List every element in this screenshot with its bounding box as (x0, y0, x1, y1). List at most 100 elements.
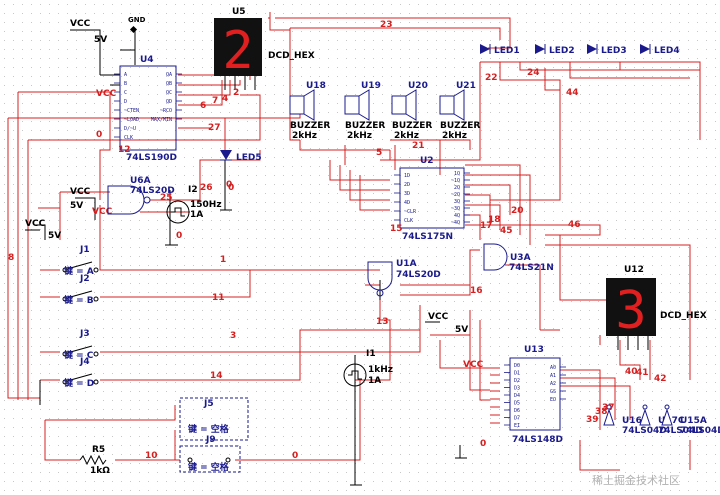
buzzer-name: U20 (408, 81, 428, 91)
led-3[interactable]: LED3 (587, 44, 627, 56)
u5-display[interactable]: U5 2 DCD_HEX (214, 7, 315, 90)
j9-key: 键 = 空格 (187, 461, 230, 473)
u12-display[interactable]: U12 3 DCD_HEX (606, 265, 707, 350)
buzzer-freq: 2kHz (292, 131, 317, 141)
u5-part: DCD_HEX (268, 51, 315, 61)
r5-value: 1kΩ (90, 466, 110, 476)
switch-j1[interactable]: J1键 = A (62, 245, 99, 277)
u6a-name: U6A (130, 176, 151, 186)
net-label: 37 (602, 403, 615, 413)
u13-left-pin-2: D2 (514, 378, 520, 384)
net-label: 38 (595, 407, 608, 417)
svg-text:VCC: VCC (92, 207, 113, 217)
u4-left-pin-6: D/~U (124, 126, 136, 132)
u4-left-pin-5: ~LOAD (124, 117, 139, 123)
i1-source[interactable]: I1 1kHz 1A (343, 349, 393, 387)
u13-left-pin-7: D7 (514, 416, 520, 422)
switch-key: 键 = B (63, 294, 94, 306)
u5-digit: 2 (222, 21, 253, 81)
net-label: 1 (220, 255, 226, 265)
u2-name: U2 (420, 156, 434, 166)
buzzers: U18BUZZER2kHzU19BUZZER2kHzU20BUZZER2kHzU… (289, 81, 480, 141)
vcc-mid: VCC 5V (425, 312, 468, 335)
u3a-part: 74LS21N (509, 263, 554, 273)
u4-left-pin-1: B (124, 81, 127, 87)
u1a-name: U1A (396, 259, 417, 269)
switch-key: 键 = D (63, 377, 94, 389)
switch-key: 键 = C (63, 349, 94, 361)
u13-left-pin-6: D6 (514, 408, 520, 414)
buzzer-freq: 2kHz (442, 131, 467, 141)
net-label: 39 (586, 415, 599, 425)
u4-part: 74LS190D (126, 153, 177, 163)
switch-j3[interactable]: J3 键 = C (62, 329, 99, 361)
leds: LED1 LED2 LED3 LED4 (480, 44, 680, 56)
led-1[interactable]: LED1 (480, 44, 520, 56)
buzzer-name: U21 (456, 81, 476, 91)
switch-j2[interactable]: J2键 = B (62, 274, 99, 306)
u13-left-pin-3: D3 (514, 386, 520, 392)
u13-right-pin-4: EO (550, 397, 556, 403)
u2-right-pin-1: ~1Q (451, 178, 460, 184)
u6a-nand[interactable]: U6A 74LS20D (107, 176, 175, 215)
u2-right-pin-3: ~2Q (451, 192, 460, 198)
net-label: 13 (376, 317, 389, 327)
u4-left-pin-3: D (124, 99, 127, 105)
u13-left-pin-0: D0 (514, 363, 520, 369)
inverter-name: U15A (680, 416, 707, 426)
net-label: 4 (222, 94, 228, 104)
j9-switch[interactable]: J9 键 = 空格 (179, 435, 241, 473)
net-label: 40 (625, 367, 638, 377)
net-label: 27 (208, 123, 221, 133)
i2-source[interactable]: I2 150Hz 1A (166, 185, 222, 224)
switch-name: J3 (79, 329, 90, 339)
j5-switch[interactable]: J5 键 = 空格 (179, 397, 249, 441)
vcc-left-value: 5V (48, 231, 61, 241)
vcc-mid-label: VCC (428, 312, 449, 322)
u2-right-pin-6: 4Q (454, 213, 460, 219)
u13-left-pin-4: D4 (514, 393, 520, 399)
led-2[interactable]: LED2 (535, 44, 575, 56)
u4-right-pin-2: QC (166, 90, 172, 96)
u1a-nand[interactable]: U1A 74LS20D (367, 259, 441, 297)
i1-amp: 1A (368, 376, 381, 386)
led5[interactable]: LED5 (220, 150, 262, 163)
r5-resistor[interactable]: R5 1kΩ (79, 445, 110, 476)
vcc-u13-label: VCC (463, 360, 484, 370)
switch-j4[interactable]: J4键 = D (62, 357, 99, 389)
inverter-name: U17C (658, 416, 685, 426)
u12-digit: 3 (615, 281, 646, 341)
u13-right-pin-0: A0 (550, 365, 556, 371)
u5-name: U5 (232, 7, 246, 17)
net-label: 16 (470, 286, 483, 296)
vcc-u6-value: 5V (70, 201, 83, 211)
buzzer-name: U19 (361, 81, 381, 91)
vcc-left-label: VCC (25, 219, 46, 229)
inverter-name: U16B (622, 416, 649, 426)
u2-left-pin-5: CLK (404, 218, 413, 224)
led5-label: LED5 (236, 153, 262, 163)
led-label: LED1 (494, 46, 520, 56)
buzzer-freq: 2kHz (347, 131, 372, 141)
led-4[interactable]: LED4 (640, 44, 680, 56)
gnd-top: GND (128, 16, 146, 34)
net-label: 12 (118, 145, 131, 155)
i2-freq: 150Hz (190, 200, 222, 210)
u3a-and[interactable]: U3A 74LS21N (483, 243, 554, 273)
vcc-top-value: 5V (94, 35, 107, 45)
vcc-mid-value: 5V (455, 325, 468, 335)
led-label: LED3 (601, 46, 627, 56)
inverter-u15a[interactable]: U15A74LS04D (661, 404, 720, 436)
net-label: 44 (566, 88, 579, 98)
net-label: 21 (412, 141, 425, 151)
u2-left-pin-2: 3D (404, 191, 410, 197)
